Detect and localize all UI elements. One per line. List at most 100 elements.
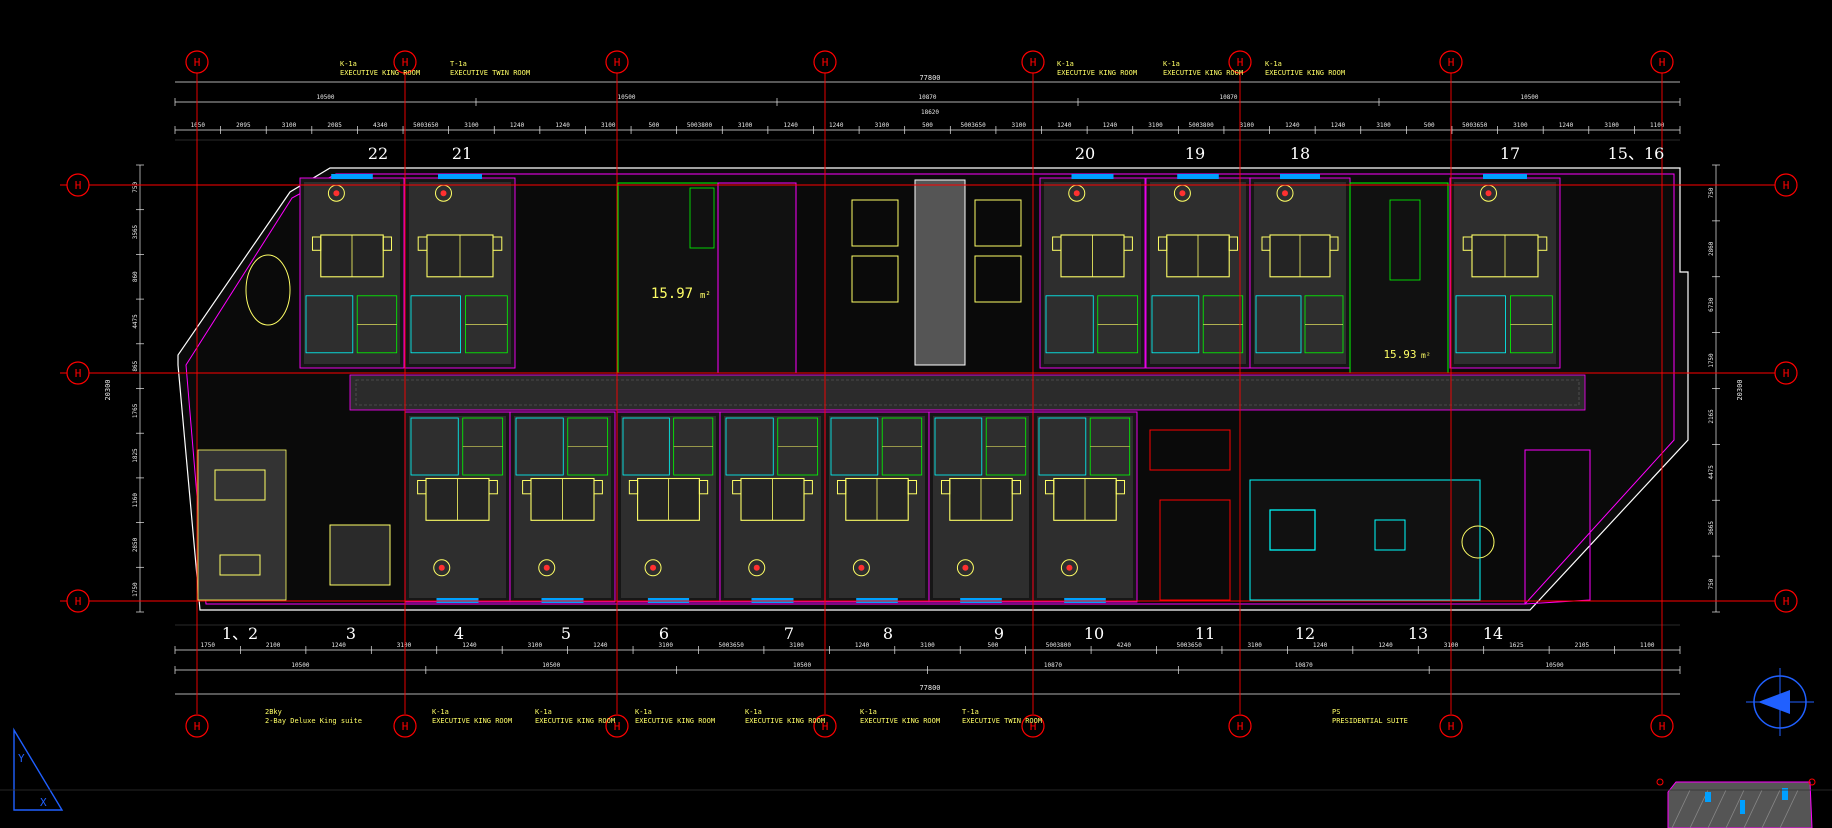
room-number-bottom: 8 — [883, 624, 893, 643]
window-glazing — [541, 598, 584, 603]
window-glazing — [1280, 174, 1320, 179]
armchair — [748, 559, 766, 577]
room-type-code-bottom: K-1a — [535, 708, 552, 716]
nightstand-right — [1537, 236, 1548, 251]
room-type-name-top: EXECUTIVE TWIN ROOM — [450, 69, 530, 77]
left-dimension-value: 1750 — [132, 582, 139, 597]
left-dimension-value: 4475 — [132, 314, 139, 329]
svg-text:X: X — [40, 796, 47, 809]
grid-bubble-bottom-label: H — [1659, 720, 1666, 733]
detail-dimension-top-value: 1100 — [1650, 122, 1665, 129]
deluxe-suite-furniture — [197, 254, 391, 601]
lamp — [1066, 564, 1073, 571]
right-dimension-value: 2165 — [1708, 409, 1715, 424]
bathroom — [934, 417, 983, 476]
lamp — [1485, 190, 1492, 197]
detail-dimension-top-value: 3100 — [1148, 122, 1163, 129]
grid-bubble-bottom — [1439, 714, 1463, 738]
svg-text:Y: Y — [18, 752, 25, 765]
left-dimension-value: 1765 — [132, 403, 139, 418]
window-glazing — [331, 174, 373, 179]
detail-dimension-bottom-value: 1625 — [1509, 642, 1524, 649]
core-area-1-value: 15.97 — [651, 286, 693, 302]
grid-bubble-top — [393, 50, 417, 74]
room-type-code-top: K-1a — [1265, 60, 1282, 68]
grid-bubble-bottom — [185, 714, 209, 738]
grid-bubble-left — [66, 173, 90, 197]
left-dimension-value: 750 — [132, 182, 139, 193]
detail-dimension-bottom-value: 1750 — [200, 642, 215, 649]
upper-guest-room — [1249, 174, 1351, 369]
nightstand-left — [940, 480, 951, 495]
lift-lobby — [717, 182, 797, 374]
detail-dimension-bottom-value: 1240 — [1313, 642, 1328, 649]
lamp — [1282, 190, 1288, 197]
service-core: 15.97 m² 15.93 m² — [617, 179, 1449, 374]
grid-bubble-top-label: H — [1030, 56, 1037, 69]
detail-dimension-top-value: 5003650 — [413, 122, 439, 129]
grid-bubble-bottom — [1021, 714, 1045, 738]
detail-dimension-top-value: 3100 — [1376, 122, 1391, 129]
window-glazing — [1064, 598, 1106, 603]
left-dimension-value: 3565 — [132, 224, 139, 239]
grid-bubble-left — [66, 361, 90, 385]
nightstand-left — [1261, 236, 1271, 251]
window-glazing — [960, 598, 1002, 603]
detail-dimension-top-value: 5003650 — [960, 122, 986, 129]
lamp — [858, 564, 865, 571]
sofa — [214, 469, 266, 501]
detail-dimension-top-value: 3100 — [1513, 122, 1528, 129]
right-dimension-value: 750 — [1708, 187, 1715, 198]
right-dimension-value: 6730 — [1708, 297, 1715, 312]
round-meeting-table — [245, 254, 291, 326]
detail-dimension-bottom-value: 3100 — [1247, 642, 1262, 649]
detail-dimension-top-value: 3100 — [1240, 122, 1255, 129]
detail-dimension-top-value: 500 — [922, 122, 933, 129]
grid-bubble-top — [185, 50, 209, 74]
detail-dimension-top-value: 3100 — [738, 122, 753, 129]
grid-bubble-bottom-label: H — [822, 720, 829, 733]
nightstand-right — [1329, 236, 1339, 251]
coffee-table — [1374, 519, 1406, 551]
nightstand-right — [1123, 236, 1133, 251]
room-type-name-bottom: EXECUTIVE KING ROOM — [432, 717, 512, 725]
right-dimension-value: 2860 — [1708, 241, 1715, 256]
corridor-floor-pattern — [355, 379, 1580, 406]
detail-dimension-top-value: 4340 — [373, 122, 388, 129]
grid-bubble-left-label: H — [75, 179, 82, 192]
lamp — [543, 564, 550, 571]
armchair — [852, 559, 870, 577]
bay-dimension-bottom-value: 10500 — [1546, 662, 1564, 669]
exterior-wall-inner — [185, 173, 1675, 605]
grid-bubble-top — [1228, 50, 1252, 74]
grid-bubble-top-label: H — [614, 56, 621, 69]
grid-bubble-top-label: H — [402, 56, 409, 69]
detail-dimension-top-value: 5003800 — [687, 122, 713, 129]
bay-dimension-bottom-value: 10500 — [291, 662, 309, 669]
grid-bubble-bottom — [393, 714, 417, 738]
grid-bubble-top — [1021, 50, 1045, 74]
detail-dimension-top-value: 3100 — [282, 122, 297, 129]
left-dimension-value: 860 — [132, 271, 139, 282]
left-dimension-value: 1825 — [132, 448, 139, 463]
detail-dimension-top-value: 1240 — [510, 122, 525, 129]
detail-dimension-bottom-value: 1240 — [462, 642, 477, 649]
room-type-code-bottom: PS — [1332, 708, 1340, 716]
detail-dimension-bottom-value: 1100 — [1640, 642, 1655, 649]
grid-bubble-top-label: H — [1237, 56, 1244, 69]
window-glazing — [1177, 174, 1219, 179]
detail-dimension-top-value: 2085 — [327, 122, 342, 129]
bathroom — [1151, 295, 1200, 354]
bay-dimension-top-value: 10500 — [316, 94, 334, 101]
nightstand-left — [732, 480, 742, 495]
room-number-top: 22 — [368, 144, 388, 163]
detail-dimension-bottom-value: 1240 — [593, 642, 608, 649]
lower-guest-rooms — [404, 411, 1138, 603]
grid-bubble-bottom-label: H — [1448, 720, 1455, 733]
grid-bubble-right — [1774, 361, 1798, 385]
room-number-bottom: 1、2 — [222, 624, 258, 643]
detail-dimension-bottom-value: 3100 — [659, 642, 674, 649]
nightstand-right — [1115, 480, 1126, 495]
